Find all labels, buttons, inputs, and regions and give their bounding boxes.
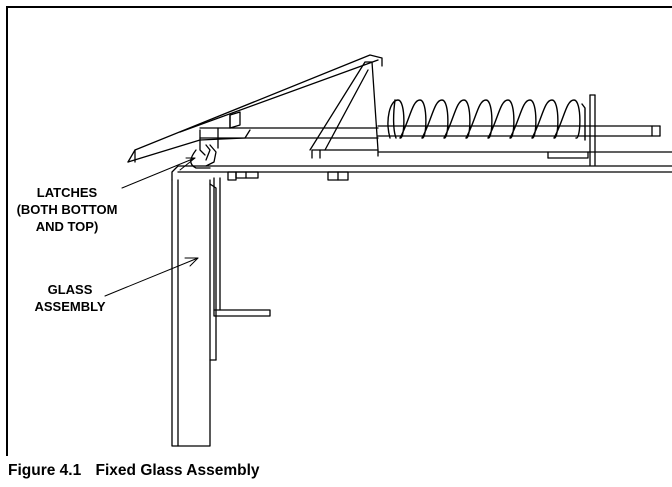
base-plate: [171, 165, 672, 181]
angle-bracket: [213, 177, 271, 317]
glass-label-line-2: ASSEMBLY: [34, 299, 106, 314]
fasteners: [227, 171, 349, 181]
latches-label-line-3: AND TOP): [35, 219, 99, 234]
rails: [199, 125, 672, 159]
latches-label-line-2: (BOTH BOTTOM: [16, 202, 118, 217]
figure-frame: [6, 6, 672, 456]
latches-label-line-1: LATCHES: [36, 185, 98, 200]
leader-lines: [104, 157, 199, 297]
glass-label-line-1: GLASS: [47, 282, 93, 297]
sloped-cover: [127, 54, 383, 163]
vertical-rod: [589, 94, 596, 166]
coil-spring: [387, 99, 586, 141]
figure-number: Figure 4.1: [8, 462, 82, 479]
latches-label: LATCHES (BOTH BOTTOM AND TOP): [8, 184, 126, 235]
figure-caption: Figure 4.1 Fixed Glass Assembly: [8, 462, 260, 480]
figure-title: Fixed Glass Assembly: [95, 462, 260, 479]
triangle-bracket: [309, 61, 379, 159]
glass-panel: [171, 179, 217, 447]
glass-assembly-label: GLASS ASSEMBLY: [22, 281, 118, 315]
